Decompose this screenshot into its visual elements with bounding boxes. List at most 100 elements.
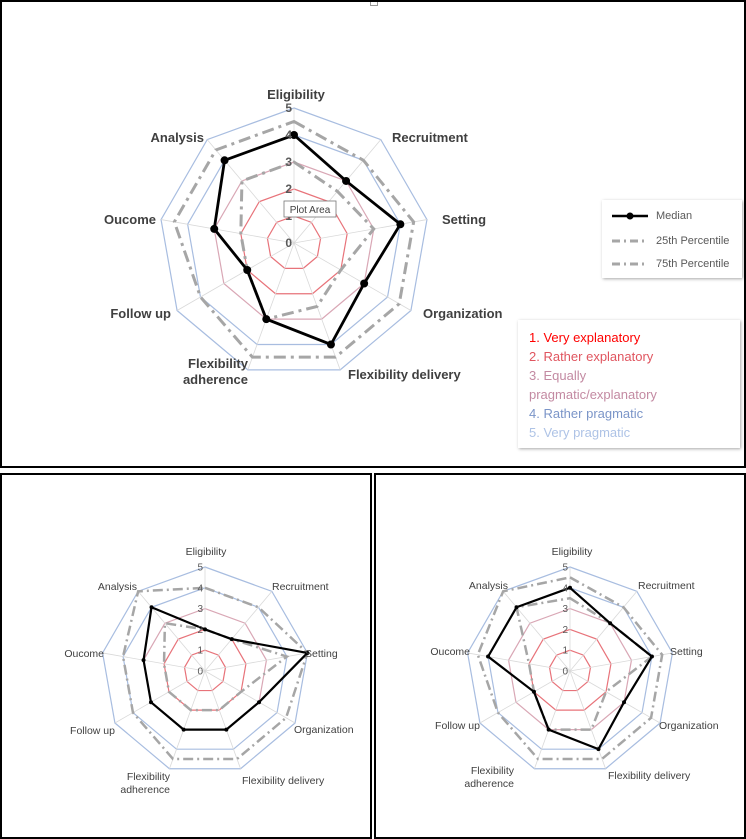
axis-label-organization: Organization [423,306,503,321]
spoke-analysis [137,591,206,672]
grid-ring-5 [160,107,428,371]
series-line-median [486,586,654,751]
series-line-75th-percentile [172,119,416,359]
scale-tick-4: 4 [562,583,568,594]
spoke-recruitment [204,591,273,672]
median-point-flexibility-delivery [224,727,229,732]
scale-tick-5: 5 [285,101,292,115]
axis-label-follow-up: Follow up [435,720,480,732]
axis-label-follow-up: Follow up [70,725,115,737]
median-point-eligibility [290,131,298,139]
axis-label-flexibility-adherence-1: adherence [183,372,248,387]
axis-label-eligibility: Eligibility [186,546,228,558]
axis-label-setting: Setting [670,646,703,658]
spoke-organization [569,670,661,724]
scale-tick-2: 2 [562,625,568,636]
grid-ring-4 [122,587,288,750]
spoke-setting [204,652,308,672]
spoke-oucome [467,652,571,672]
axis-label-flexibility-adherence-1: adherence [120,784,170,796]
axis-label-flexibility-adherence-1: adherence [464,778,514,790]
axis-label-oucome: Oucome [430,646,470,658]
scale-item-2: 2. Rather explanatory [529,349,654,364]
axis-label-flexibility-adherence-0: Flexibility [127,771,171,783]
axis-label-analysis: Analysis [469,580,508,592]
median-point-follow-up [243,266,252,274]
median-point-eligibility [568,585,572,590]
grid-ring-2 [528,628,612,711]
grid-ring-1 [266,215,322,269]
axis-label-organization: Organization [659,720,719,732]
scale-tick-0: 0 [285,236,292,250]
median-point-flexibility-delivery [596,747,601,752]
axis-label-eligibility: Eligibility [552,546,594,558]
grid-ring-2 [240,188,348,295]
spoke-analysis [206,139,295,244]
axis-label-recruitment: Recruitment [638,580,695,592]
axis-label-setting: Setting [305,648,338,660]
axis-label-oucome: Oucome [104,212,156,227]
percentile75-line-swatch [612,262,648,266]
spoke-organization [204,670,296,724]
axis-label-follow-up: Follow up [110,306,171,321]
scale-tick-0: 0 [197,667,203,678]
axis-label-analysis: Analysis [98,581,137,593]
grid-ring-5 [101,566,309,770]
scale-tick-2: 2 [197,625,203,636]
median-point-organization [360,279,369,288]
grid-ring-4 [187,134,401,346]
median-point-oucome [141,658,146,663]
scale-tick-1: 1 [197,646,203,657]
spoke-organization [293,242,412,311]
scale-item-1: 1. Very explanatory [529,330,641,345]
spoke-follow-up [176,242,295,311]
radar-chart-main[interactable]: 012345EligibilityRecruitmentSettingOrgan… [2,2,744,466]
series-legend[interactable]: Median 25th Percentile 75th Percentile [602,200,742,278]
scale-item-3: 3. Equally pragmatic/explanatory [529,368,657,402]
scale-tick-3: 3 [285,155,292,169]
scale-tick-5: 5 [197,563,203,574]
legend-label-75th: 75th Percentile [656,258,730,270]
scale-tick-3: 3 [197,604,203,615]
legend-label-median: Median [656,210,693,222]
scale-tick-2: 2 [285,182,292,196]
median-point-oucome [210,224,219,233]
legend-label-25th: 25th Percentile [656,235,730,247]
scale-tick-1: 1 [562,646,568,657]
median-point-organization [622,700,627,705]
scale-item-5: 5. Very pragmatic [529,425,631,440]
scale-tick-4: 4 [197,583,203,594]
spoke-flexibility-delivery [204,670,241,769]
spoke-oucome [102,652,206,672]
median-point-eligibility [203,627,207,632]
median-point-flexibility-adherence [262,315,271,324]
axis-label-oucome: Oucome [64,648,104,660]
median-point-recruitment [342,176,351,185]
median-point-follow-up [148,700,153,705]
axis-label-analysis: Analysis [151,130,204,145]
axis-label-flexibility-delivery: Flexibility delivery [242,775,325,787]
plot-area-tooltip-label: Plot Area [290,205,331,216]
median-point-flexibility-delivery [326,340,335,349]
plot-area-tooltip [283,200,337,218]
axis-label-setting: Setting [442,212,486,227]
top-tick-mark [370,2,378,6]
radar-chart-bottom-right[interactable]: 012345EligibilityRecruitmentSettingOrgan… [376,475,744,837]
radar-chart-bottom-left[interactable]: 012345EligibilityRecruitmentSettingOrgan… [2,475,370,837]
axis-label-organization: Organization [294,724,354,736]
legend-item-median: Median [610,208,692,224]
spoke-follow-up [479,670,571,724]
median-point-setting [305,650,310,655]
median-point-analysis [514,605,519,610]
scale-tick-0: 0 [562,667,568,678]
axis-label-eligibility: Eligibility [267,87,326,102]
legend-item-75th: 75th Percentile [610,256,729,272]
series-line-median [142,605,310,731]
spoke-flexibility-delivery [569,670,606,769]
spoke-oucome [160,219,295,244]
spoke-follow-up [114,670,206,724]
percentile25-line-swatch [612,239,648,243]
spoke-analysis [502,591,571,672]
median-point-recruitment [229,637,234,642]
